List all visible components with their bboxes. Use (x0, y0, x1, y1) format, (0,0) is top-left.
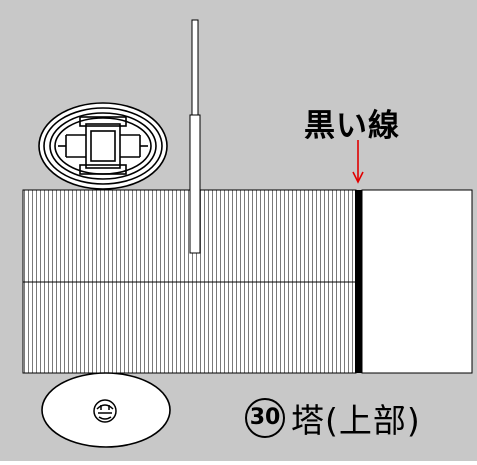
tower-title: 塔(上部) (291, 401, 421, 440)
ornate-oval-window-icon (38, 102, 168, 190)
right-panel (361, 189, 473, 374)
tower-number: 30 (245, 398, 285, 438)
black-line-label: 黒い線 (304, 108, 400, 144)
bottom-oval (41, 372, 171, 448)
shell-symbol-icon (93, 399, 117, 423)
tower-number-badge: 30 (245, 398, 285, 438)
black-line (355, 190, 362, 373)
vertical-pole (189, 19, 201, 254)
arrow-down-icon (352, 140, 364, 184)
